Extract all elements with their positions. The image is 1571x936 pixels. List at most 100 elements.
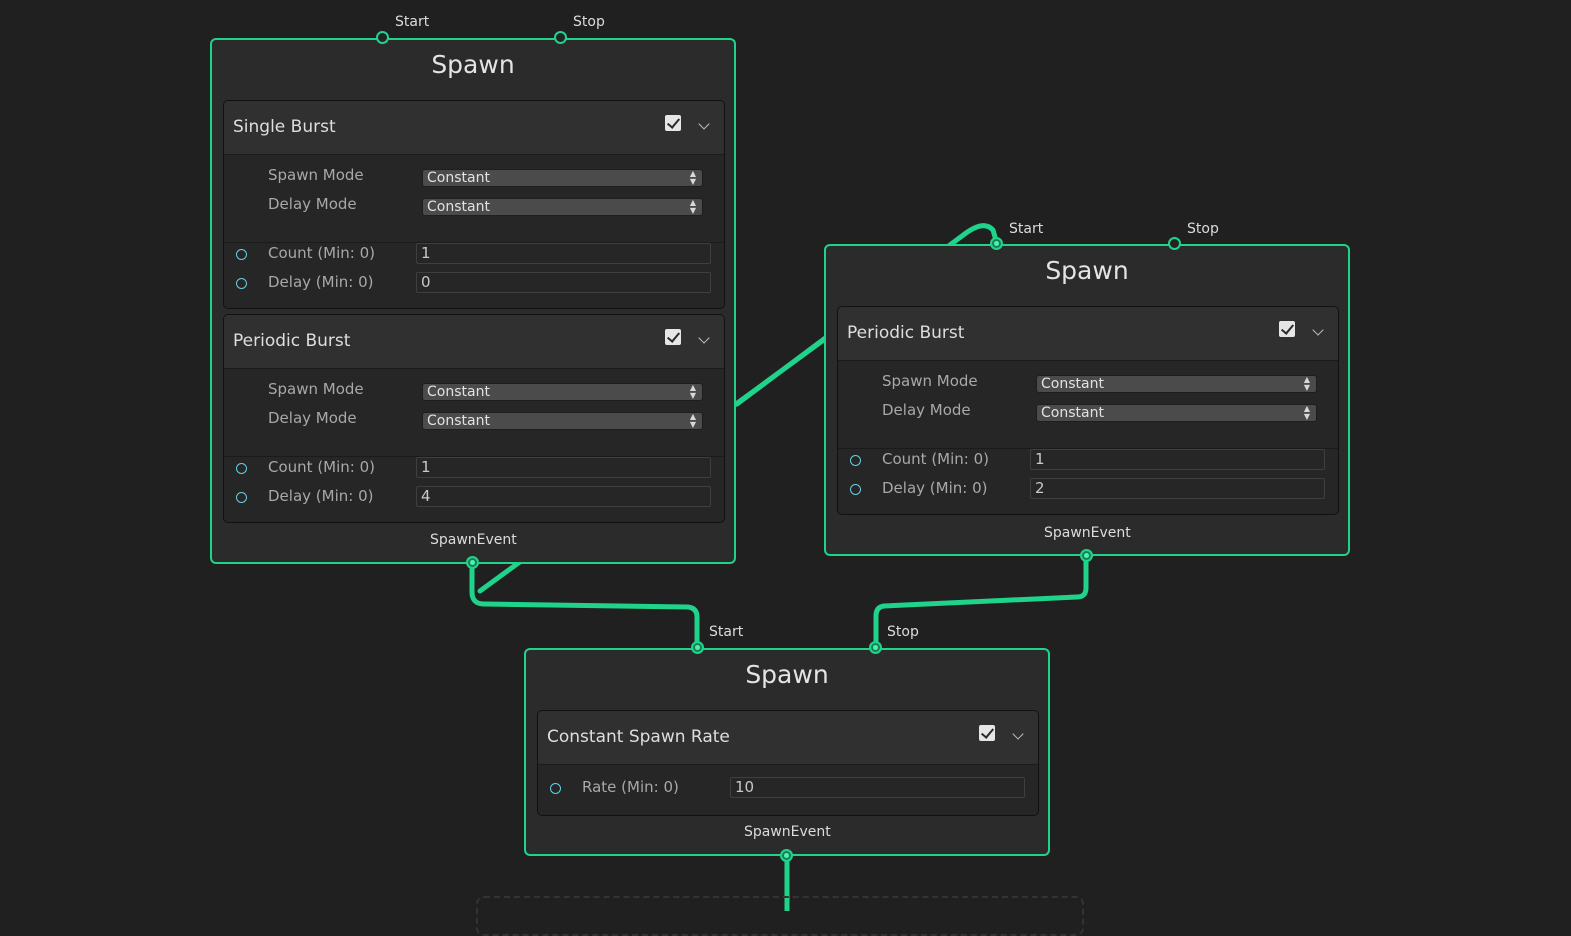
spawn-mode-select[interactable]: Constant ▲▼ <box>1036 375 1317 393</box>
delay-mode-value: Constant <box>427 199 490 215</box>
stop-label: Stop <box>1187 221 1219 237</box>
chevron-down-icon[interactable] <box>698 118 710 130</box>
spawn-mode-select[interactable]: Constant ▲▼ <box>422 383 703 401</box>
rate-input[interactable]: 10 <box>730 777 1025 798</box>
rate-label: Rate (Min: 0) <box>582 778 679 796</box>
count-port-icon[interactable] <box>850 455 861 466</box>
delay-mode-row: Delay Mode Constant ▲▼ <box>838 398 1338 424</box>
stop-label: Stop <box>573 14 605 30</box>
start-port-icon[interactable] <box>691 641 704 654</box>
stop-port-icon[interactable] <box>554 31 567 44</box>
start-label: Start <box>395 14 430 30</box>
start-port-icon[interactable] <box>990 237 1003 250</box>
block-single-burst[interactable]: Single Burst Spawn Mode Constant ▲▼ Dela… <box>223 100 725 309</box>
stop-label: Stop <box>887 624 919 640</box>
delay-input[interactable]: 0 <box>416 272 711 293</box>
block-header[interactable]: Single Burst <box>224 101 724 155</box>
block-periodic-burst[interactable]: Periodic Burst Spawn Mode Constant ▲▼ De… <box>837 306 1339 515</box>
count-input[interactable]: 1 <box>416 243 711 264</box>
block-header[interactable]: Constant Spawn Rate <box>538 711 1038 765</box>
block-header[interactable]: Periodic Burst <box>838 307 1338 361</box>
chevron-down-icon[interactable] <box>698 332 710 344</box>
block-periodic-burst[interactable]: Periodic Burst Spawn Mode Constant ▲▼ De… <box>223 314 725 523</box>
count-input[interactable]: 1 <box>1030 449 1325 470</box>
wire-spawn1-event-to-spawn3-start <box>469 560 700 650</box>
settings-section: Spawn Mode Constant ▲▼ Delay Mode Consta… <box>224 154 724 243</box>
spawn-node-1[interactable]: Spawn Single Burst Spawn Mode Constant ▲… <box>210 38 736 564</box>
stop-port-icon[interactable] <box>1168 237 1181 250</box>
chevron-down-icon[interactable] <box>1012 728 1024 740</box>
spawn-node-2[interactable]: Spawn Periodic Burst Spawn Mode Constant… <box>824 244 1350 556</box>
delay-mode-label: Delay Mode <box>268 195 357 213</box>
event-label: SpawnEvent <box>430 532 517 548</box>
spawn-mode-value: Constant <box>427 384 490 400</box>
event-port-icon[interactable] <box>466 556 479 569</box>
delay-mode-select[interactable]: Constant ▲▼ <box>422 198 703 216</box>
spawn-mode-row: Spawn Mode Constant ▲▼ <box>838 369 1338 395</box>
delay-input[interactable]: 4 <box>416 486 711 507</box>
delay-label: Delay (Min: 0) <box>268 487 374 505</box>
spawn-mode-select[interactable]: Constant ▲▼ <box>422 169 703 187</box>
up-down-arrows-icon: ▲▼ <box>689 169 696 186</box>
delay-port-icon[interactable] <box>850 484 861 495</box>
spawn-mode-row: Spawn Mode Constant ▲▼ <box>224 163 724 189</box>
rate-row: Rate (Min: 0) 10 <box>538 775 1038 801</box>
up-down-arrows-icon: ▲▼ <box>1303 375 1310 392</box>
enabled-checkbox[interactable] <box>979 725 995 741</box>
count-input[interactable]: 1 <box>416 457 711 478</box>
next-context-placeholder <box>476 896 1084 936</box>
count-row: Count (Min: 0) 1 <box>224 455 724 481</box>
block-constant-spawn-rate[interactable]: Constant Spawn Rate Rate (Min: 0) 10 <box>537 710 1039 816</box>
delay-input[interactable]: 2 <box>1030 478 1325 499</box>
event-label: SpawnEvent <box>1044 525 1131 541</box>
spawn-mode-row: Spawn Mode Constant ▲▼ <box>224 377 724 403</box>
event-port-icon[interactable] <box>1080 549 1093 562</box>
count-label: Count (Min: 0) <box>882 450 989 468</box>
count-port-icon[interactable] <box>236 249 247 260</box>
block-header[interactable]: Periodic Burst <box>224 315 724 369</box>
delay-mode-row: Delay Mode Constant ▲▼ <box>224 192 724 218</box>
spawn-mode-label: Spawn Mode <box>268 166 364 184</box>
node-title: Spawn <box>1045 256 1129 285</box>
delay-row: Delay (Min: 0) 4 <box>224 484 724 510</box>
count-label: Count (Min: 0) <box>268 244 375 262</box>
block-title: Periodic Burst <box>233 331 351 351</box>
start-port-icon[interactable] <box>376 31 389 44</box>
enabled-checkbox[interactable] <box>1279 321 1295 337</box>
delay-mode-select[interactable]: Constant ▲▼ <box>1036 404 1317 422</box>
delay-row: Delay (Min: 0) 2 <box>838 476 1338 502</box>
node-title: Spawn <box>431 50 515 79</box>
settings-section: Spawn Mode Constant ▲▼ Delay Mode Consta… <box>838 360 1338 449</box>
delay-mode-row: Delay Mode Constant ▲▼ <box>224 406 724 432</box>
spawn-mode-label: Spawn Mode <box>882 372 978 390</box>
event-port-icon[interactable] <box>780 849 793 862</box>
block-title: Periodic Burst <box>847 323 965 343</box>
up-down-arrows-icon: ▲▼ <box>689 412 696 429</box>
event-label: SpawnEvent <box>744 824 831 840</box>
up-down-arrows-icon: ▲▼ <box>689 198 696 215</box>
settings-section: Spawn Mode Constant ▲▼ Delay Mode Consta… <box>224 368 724 457</box>
count-label: Count (Min: 0) <box>268 458 375 476</box>
count-row: Count (Min: 0) 1 <box>224 241 724 267</box>
delay-label: Delay (Min: 0) <box>882 479 988 497</box>
delay-port-icon[interactable] <box>236 492 247 503</box>
count-port-icon[interactable] <box>236 463 247 474</box>
count-row: Count (Min: 0) 1 <box>838 447 1338 473</box>
enabled-checkbox[interactable] <box>665 329 681 345</box>
wire-spawn2-event-to-spawn3-stop <box>873 553 1089 650</box>
delay-port-icon[interactable] <box>236 278 247 289</box>
start-label: Start <box>709 624 744 640</box>
stop-port-icon[interactable] <box>869 641 882 654</box>
start-label: Start <box>1009 221 1044 237</box>
delay-mode-value: Constant <box>1041 405 1104 421</box>
delay-mode-select[interactable]: Constant ▲▼ <box>422 412 703 430</box>
enabled-checkbox[interactable] <box>665 115 681 131</box>
block-title: Single Burst <box>233 117 336 137</box>
delay-row: Delay (Min: 0) 0 <box>224 270 724 296</box>
delay-mode-value: Constant <box>427 413 490 429</box>
rate-port-icon[interactable] <box>550 783 561 794</box>
chevron-down-icon[interactable] <box>1312 324 1324 336</box>
node-title: Spawn <box>745 660 829 689</box>
spawn-node-3[interactable]: Spawn Constant Spawn Rate Rate (Min: 0) … <box>524 648 1050 856</box>
block-title: Constant Spawn Rate <box>547 727 730 747</box>
